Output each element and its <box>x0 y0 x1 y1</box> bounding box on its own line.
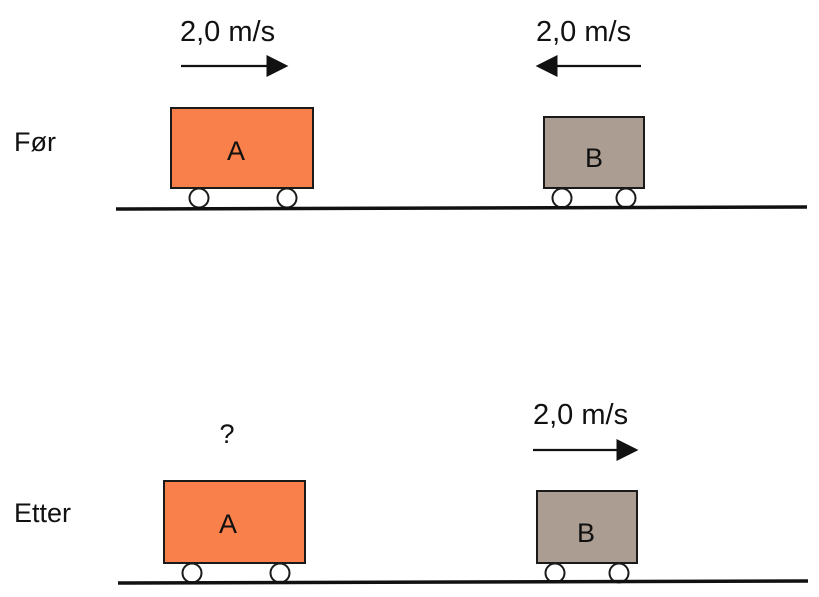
before-cart-b-wheel-right <box>615 187 637 209</box>
before-cart-b: B <box>543 116 645 209</box>
before-cart-a-body <box>170 107 314 189</box>
before-cart-b-label: B <box>585 143 603 173</box>
after-label: Etter <box>14 498 71 528</box>
before-cart-a-wheel-left <box>188 187 210 209</box>
after-cart-a-label: A <box>219 509 237 539</box>
before-cart-b-body <box>543 116 645 189</box>
before-track <box>115 205 808 211</box>
before-scene: Før 2,0 m/s 2,0 m/s A B <box>14 16 808 211</box>
after-cart-b-wheel-right <box>608 562 630 584</box>
before-cart-a-wheel-right <box>276 187 298 209</box>
before-cart-b-wheel-left <box>551 187 573 209</box>
before-cart-a-speed: 2,0 m/s <box>180 16 275 48</box>
after-cart-a: A <box>163 480 306 584</box>
before-cart-a-label: A <box>227 136 245 166</box>
after-cart-a-wheel-right <box>269 562 291 584</box>
after-cart-b-body <box>536 490 638 564</box>
before-label: Før <box>14 127 56 157</box>
before-cart-a: A <box>170 107 314 209</box>
after-cart-b-label: B <box>577 518 595 548</box>
after-cart-b: B <box>536 490 638 584</box>
after-cart-a-body <box>163 480 306 564</box>
after-track <box>117 579 809 585</box>
after-cart-b-speed: 2,0 m/s <box>533 399 628 431</box>
after-cart-a-speed: ? <box>219 419 234 449</box>
after-cart-b-wheel-left <box>544 562 566 584</box>
before-cart-b-speed: 2,0 m/s <box>536 16 631 48</box>
after-cart-a-wheel-left <box>181 562 203 584</box>
after-scene: Etter ? 2,0 m/s A B <box>14 399 809 585</box>
